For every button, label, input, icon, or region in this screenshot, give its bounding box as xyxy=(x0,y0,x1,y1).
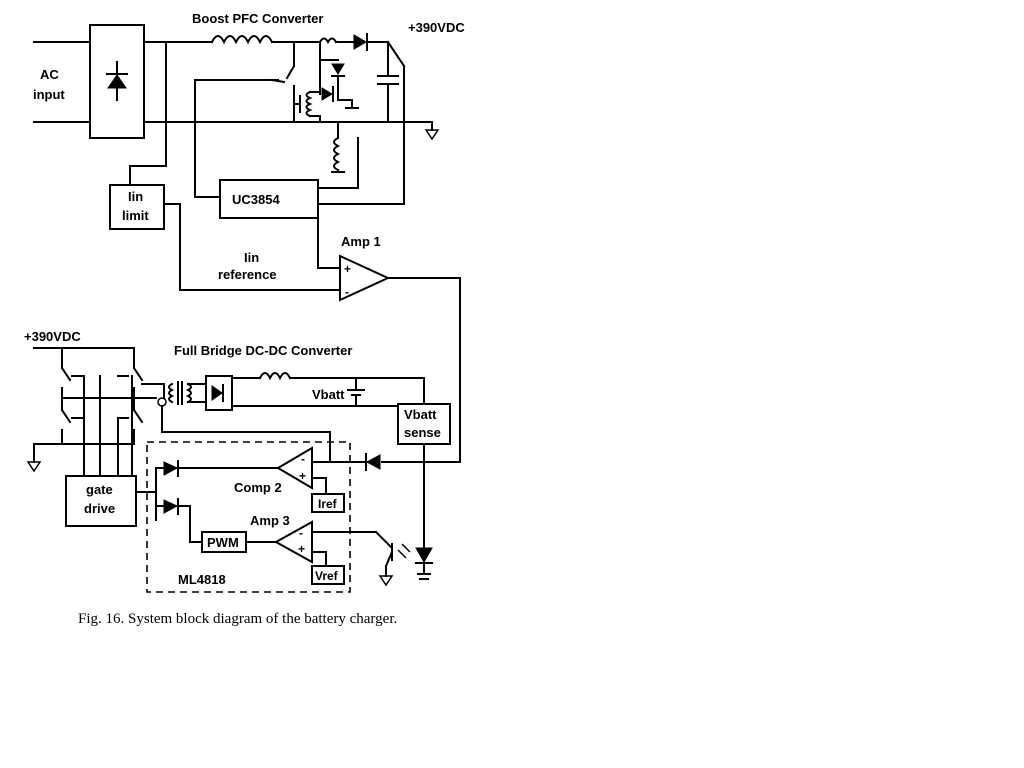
amp1-opamp xyxy=(339,254,391,302)
output-capacitor xyxy=(377,41,399,123)
iin-reference-wire xyxy=(163,203,341,291)
output-rectifier-block xyxy=(205,375,233,411)
pwm-label: PWM xyxy=(207,535,239,550)
iin-limit-label-line1: Iin xyxy=(128,189,143,204)
bridge-switch-left-leg xyxy=(60,347,85,445)
vbatt-sense-block xyxy=(397,403,451,445)
uc3854-block xyxy=(219,179,319,219)
gate-drive-label-line1: gate xyxy=(86,482,113,497)
gate-drive-lines xyxy=(83,375,133,477)
isolation-transformer xyxy=(168,381,207,405)
boost-top-rail xyxy=(143,33,406,68)
boost-output-voltage-label: +390VDC xyxy=(408,20,465,35)
vbatt-label: Vbatt xyxy=(312,387,345,402)
bridge-midpoint-wires xyxy=(61,383,331,463)
amp3-opamp xyxy=(273,520,313,564)
iin-reference-label-line1: Iin xyxy=(244,250,259,265)
amp3-plus: + xyxy=(298,542,305,556)
comp2-minus: - xyxy=(301,452,305,466)
boost-pfc-title: Boost PFC Converter xyxy=(192,11,323,26)
gate-drive-block xyxy=(65,475,137,527)
output-filter xyxy=(231,372,425,407)
ac-input-label-line2: input xyxy=(33,87,65,102)
comp2-wires xyxy=(311,453,381,495)
comp2-plus: + xyxy=(299,469,306,483)
comp2-label: Comp 2 xyxy=(234,480,282,495)
vref-block xyxy=(311,565,345,585)
iin-limit-wires xyxy=(129,41,167,186)
ac-input-label-line1: AC xyxy=(40,67,59,82)
iin-limit-block xyxy=(109,184,165,230)
comp2-comparator xyxy=(276,446,313,490)
iref-block xyxy=(311,493,345,513)
amp1-minus: - xyxy=(345,285,349,299)
amp3-minus: - xyxy=(299,526,303,540)
gate-feedback-wire xyxy=(194,65,405,205)
amp1-plus: + xyxy=(344,262,351,276)
snubber-network xyxy=(293,41,359,123)
ground-icon xyxy=(424,121,440,141)
vbatt-sense-label-line2: sense xyxy=(404,425,441,440)
iref-label: Iref xyxy=(318,497,338,511)
figure-caption: Fig. 16. System block diagram of the bat… xyxy=(78,611,398,627)
amp3-wires xyxy=(245,530,394,567)
dc-input-voltage-label: +390VDC xyxy=(24,329,81,344)
bridge-switch-right-leg xyxy=(117,347,144,445)
gate-drive-label-line2: drive xyxy=(84,501,115,516)
amp3-label: Amp 3 xyxy=(250,513,290,528)
full-bridge-title: Full Bridge DC-DC Converter xyxy=(174,343,352,358)
ac-input-lines xyxy=(33,41,91,123)
ml4818-label: ML4818 xyxy=(178,572,226,587)
ml4818-boundary xyxy=(146,441,351,593)
amp1-wires xyxy=(317,203,461,463)
boost-switch xyxy=(270,41,296,123)
vbatt-sense-label-line1: Vbatt xyxy=(404,407,437,422)
vref-label: Vref xyxy=(315,569,339,583)
current-sense-inductor xyxy=(331,121,345,173)
iin-limit-label-line2: limit xyxy=(122,208,149,223)
amp1-label: Amp 1 xyxy=(341,234,381,249)
bridge-rectifier xyxy=(89,24,145,139)
iin-reference-label-line2: reference xyxy=(218,267,277,282)
ml4818-diode-network xyxy=(135,460,279,543)
uc3854-label: UC3854 xyxy=(232,192,280,207)
optocoupler xyxy=(378,543,433,587)
